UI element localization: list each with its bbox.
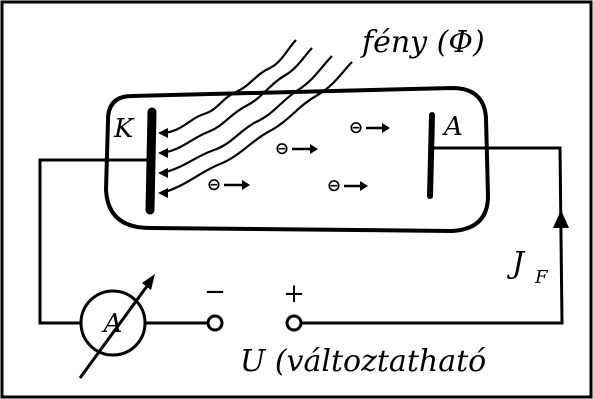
arrow-right-icon [310,144,318,154]
light-label: fény (Φ) [360,25,485,60]
light-ray-2 [161,47,313,155]
cathode-plate [145,107,157,215]
anode-plate [427,112,435,199]
ray-arrow-icon [158,148,168,158]
electron: ⊖ [275,139,318,159]
plus-terminal [285,314,303,332]
vacuum-tube [104,86,490,233]
light-ray-4 [161,61,353,195]
plus-label: + [283,279,305,309]
electron-symbol: ⊖ [327,176,341,196]
light-rays [161,39,353,195]
arrow-right-icon [360,181,368,191]
minus-terminal [206,314,224,332]
electron: ⊖ [207,175,250,195]
electron-symbol: ⊖ [349,118,363,138]
light-ray-3 [161,55,333,175]
current-arrow-icon [553,210,569,228]
ray-arrow-icon [158,168,168,178]
electron: ⊖ [349,118,390,138]
current-label: J [506,246,526,281]
ray-arrow-icon [158,188,168,198]
ammeter-arrow-icon [142,274,155,290]
ammeter [79,289,147,357]
cathode-label: K [113,114,135,144]
light-ray-arrowheads [158,128,168,198]
arrow-right-icon [382,123,390,133]
ammeter-needle [78,281,152,379]
light-ray-1 [161,39,297,135]
left-wire [38,158,150,325]
anode-label: A [442,112,463,142]
voltage-label: U (változtatható [240,344,486,379]
ammeter-label: A [102,309,123,339]
current-subscript: F [534,267,549,288]
arrow-right-icon [242,180,250,190]
electron-symbol: ⊖ [275,139,289,159]
electron: ⊖ [327,176,368,196]
electron-symbol: ⊖ [207,175,221,195]
ray-arrow-icon [158,128,168,138]
right-wire [300,146,564,325]
minus-label: − [204,277,226,307]
